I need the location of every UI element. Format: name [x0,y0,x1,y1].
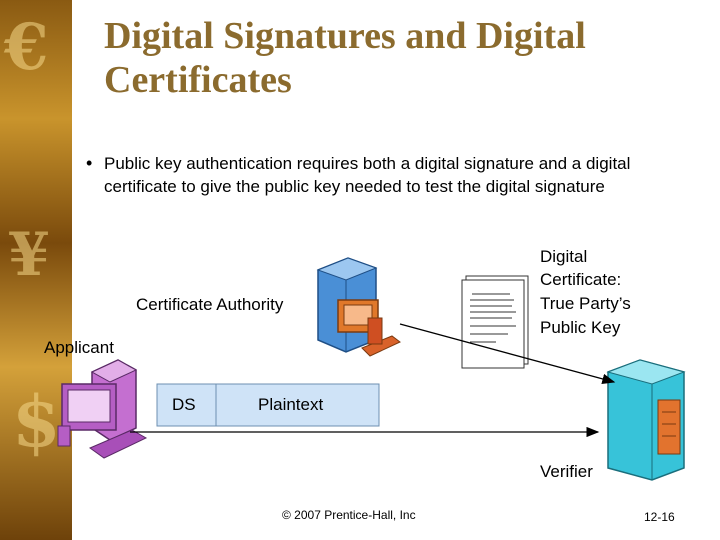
server-computer-icon [316,257,401,357]
slide-title: Digital Signatures and Digital Certifica… [104,15,586,101]
certificate-label-line3: True Party’s [540,294,631,313]
certificate-authority-label: Certificate Authority [136,295,284,314]
plaintext-label: Plaintext [258,395,324,414]
workstation-icon [57,359,148,459]
dollar-glyph-icon: $ [12,380,61,463]
certificate-document-icon [461,275,529,369]
certificate-label-line1: Digital [540,247,588,266]
yen-glyph-icon: ¥ [8,220,50,290]
slide-number: 12-16 [644,510,675,524]
ds-label: DS [172,395,196,414]
currency-strip-icon: € ¥ $ [0,0,72,540]
certificate-label-line4: Public Key [540,318,621,337]
verifier-label: Verifier [540,462,593,481]
applicant-label: Applicant [44,338,114,357]
euro-glyph-icon: € [4,10,49,85]
bullet-marker: • [86,153,93,173]
certificate-to-verifier-arrow [399,323,616,384]
copyright-footer: © 2007 Prentice-Hall, Inc [282,508,416,522]
certificate-label-line2: Certificate: [540,270,622,289]
bullet-text: Public key authentication requires both … [104,154,631,196]
tower-server-icon [606,359,686,481]
message-box [156,383,380,427]
